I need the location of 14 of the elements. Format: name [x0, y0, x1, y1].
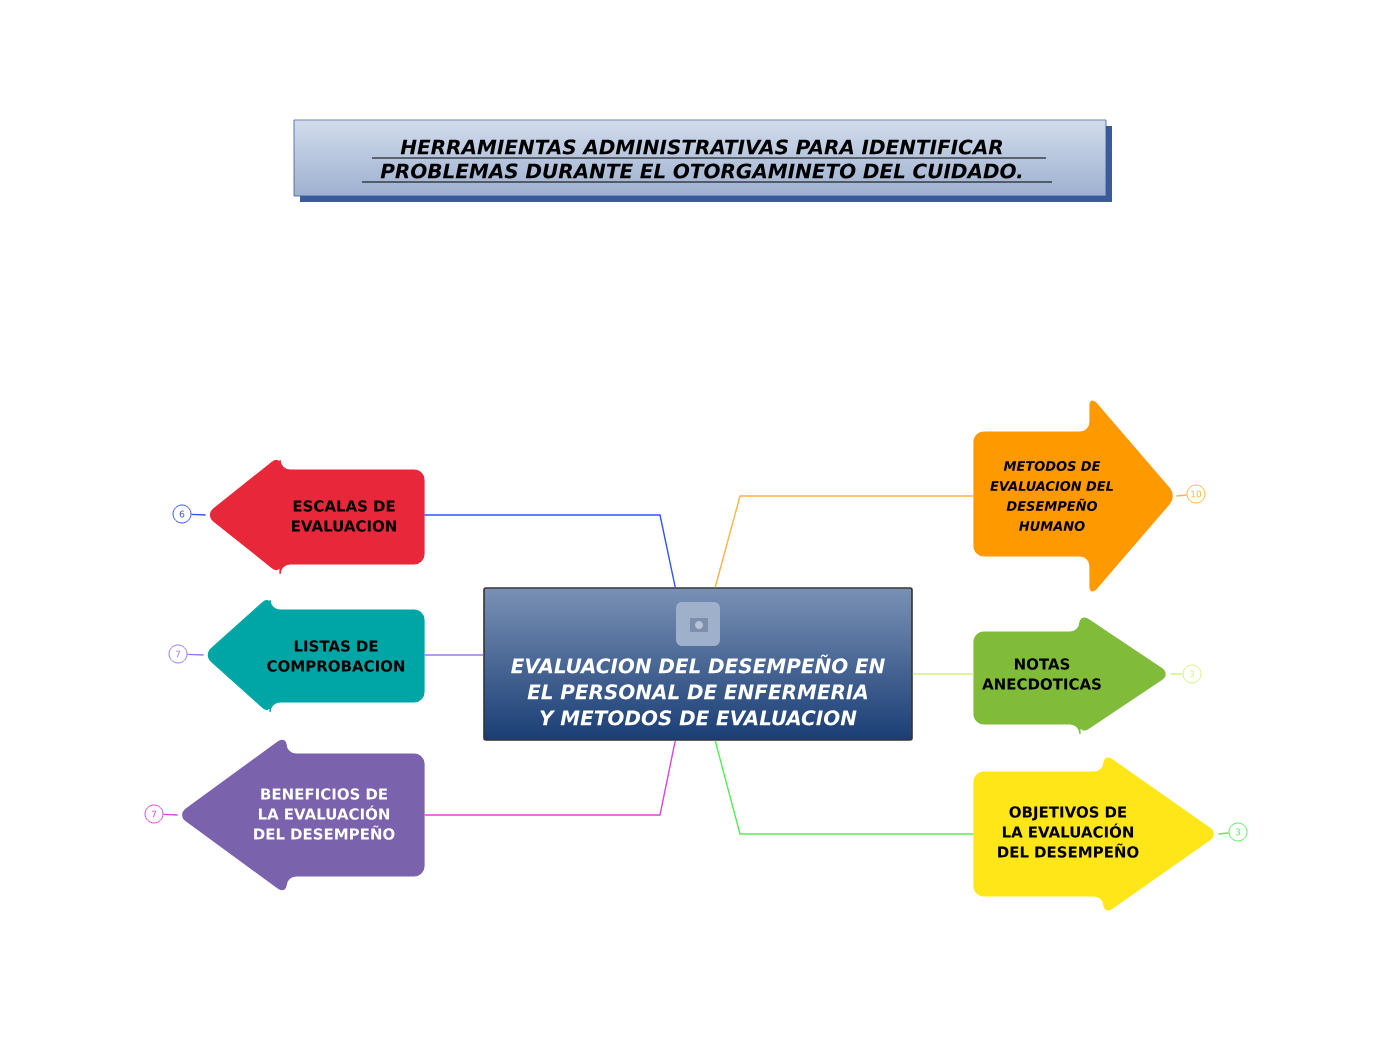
connector-line: [423, 740, 676, 816]
connector-line: [912, 673, 975, 675]
connector-line: [423, 654, 484, 656]
connector-line: [714, 740, 975, 835]
connector-line: [714, 495, 975, 588]
topic-box: EVALUACION DEL DESEMPEÑO EN EL PERSONAL DE ENFERMERIA Y METODOS DE EVALUACION: [483, 587, 913, 741]
title-box: HERRAMIENTAS ADMINISTRATIVAS PARA IDENTIFICAR PROBLEMAS DURANTE EL OTORGAMINETO DEL CUIDADO.: [293, 119, 1112, 202]
connector-line: [1169, 673, 1184, 675]
connector-line: [1217, 832, 1230, 835]
connector-line: [162, 813, 179, 816]
connector-line: [1175, 494, 1188, 497]
connector-line: [190, 513, 207, 516]
connector-line: [186, 653, 205, 656]
connector-line: [423, 514, 676, 588]
